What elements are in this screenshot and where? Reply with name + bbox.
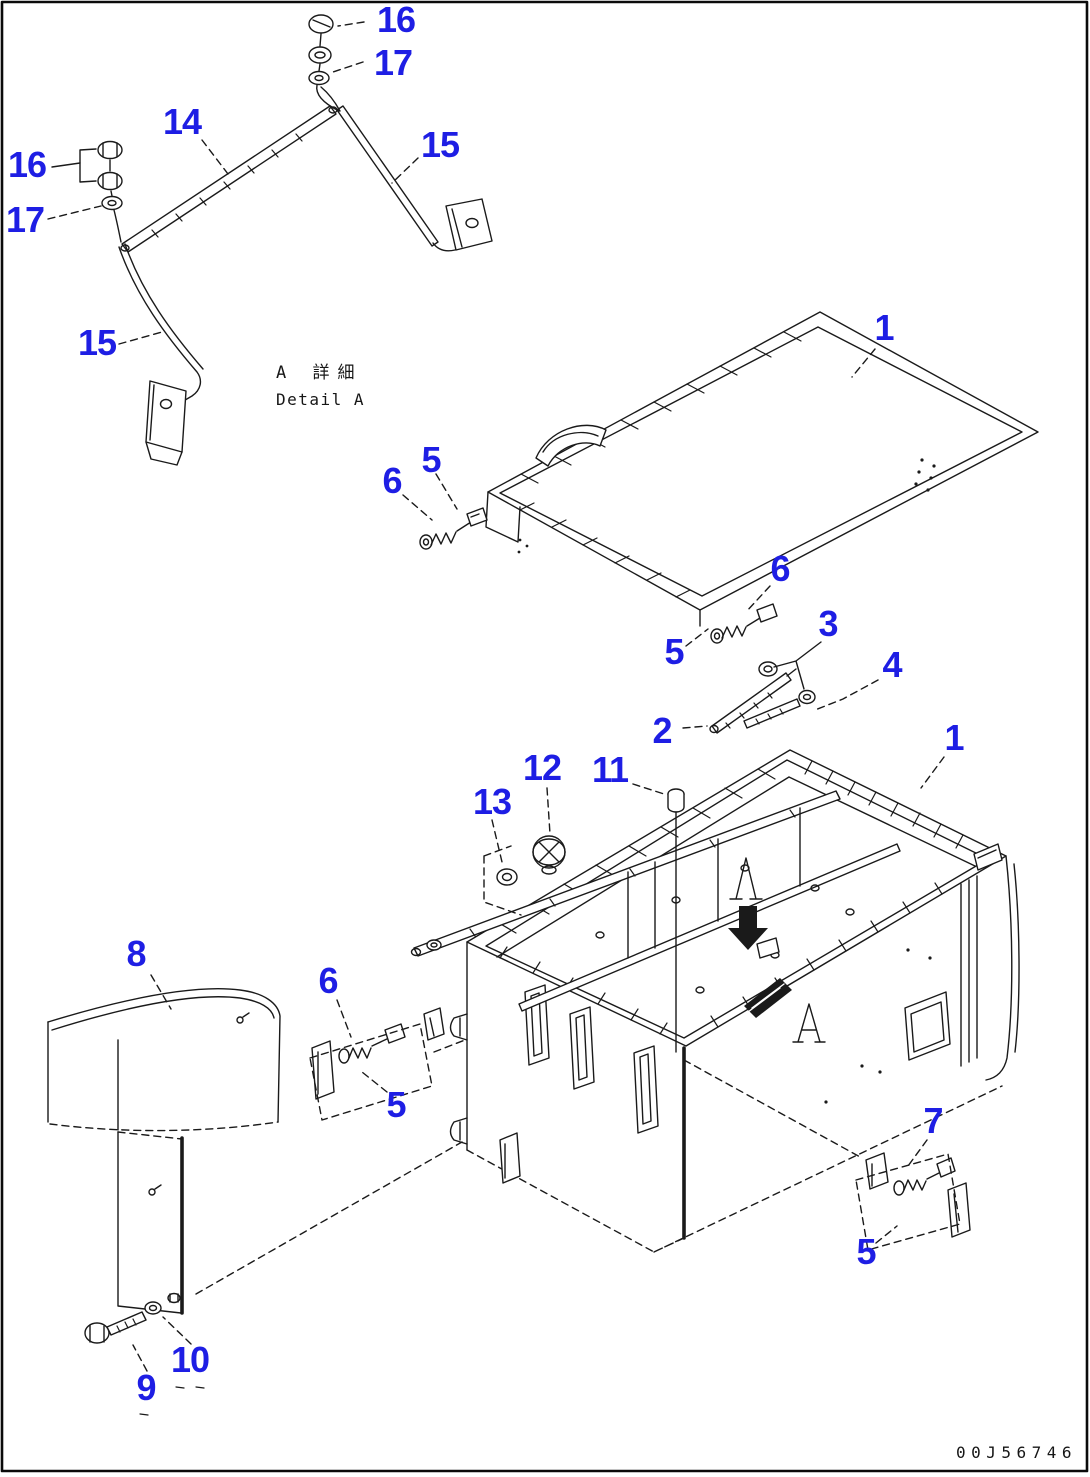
callout-part-17: 17 — [5, 199, 45, 240]
callout-part-5: 5 — [664, 631, 684, 672]
callout-part-17: 17 — [373, 42, 413, 83]
detail-a-caption-en: Detail A — [276, 390, 366, 409]
detail-a-marker-large — [792, 1003, 826, 1043]
callout-part-4: 4 — [882, 644, 902, 685]
callout-part-9: 9 — [136, 1367, 156, 1408]
detail-a-assembly — [47, 14, 493, 466]
box-assembly — [195, 749, 1020, 1295]
callout-part-13: 13 — [472, 781, 512, 822]
door-handle-pocket — [904, 991, 951, 1061]
callout-part-5: 5 — [856, 1231, 876, 1272]
callout-part-5: 5 — [386, 1084, 406, 1125]
callout-part-16: 16 — [7, 144, 47, 185]
detail-a-caption: A 詳細 Detail A — [276, 358, 365, 409]
lid-assembly — [402, 311, 1039, 734]
callout-part-1: 1 — [944, 717, 964, 758]
lid-handle — [535, 424, 607, 467]
detail-a-caption-jp: A 詳細 — [276, 363, 363, 383]
drawing-code: 00J56746 — [956, 1443, 1078, 1462]
side-cover-assembly — [47, 974, 281, 1416]
callout-part-6: 6 — [318, 960, 338, 1001]
detail-a-arrow — [728, 906, 768, 950]
callout-part-6: 6 — [382, 460, 402, 501]
callout-part-11: 11 — [591, 749, 629, 790]
callout-part-1: 1 — [874, 307, 894, 348]
callout-part-3: 3 — [818, 603, 838, 644]
callout-part-10: 10 — [170, 1339, 210, 1380]
callout-part-7: 7 — [923, 1100, 943, 1141]
callout-part-14: 14 — [162, 101, 202, 142]
callout-part-15: 15 — [77, 322, 117, 363]
callout-part-16: 16 — [376, 0, 416, 40]
callout-part-15: 15 — [420, 124, 460, 165]
callout-part-8: 8 — [126, 933, 146, 974]
callout-part-12: 12 — [522, 747, 562, 788]
callout-part-6: 6 — [770, 548, 790, 589]
callout-part-5: 5 — [421, 439, 441, 480]
callout-part-2: 2 — [652, 710, 672, 751]
detail-a-marker-small — [729, 857, 763, 900]
